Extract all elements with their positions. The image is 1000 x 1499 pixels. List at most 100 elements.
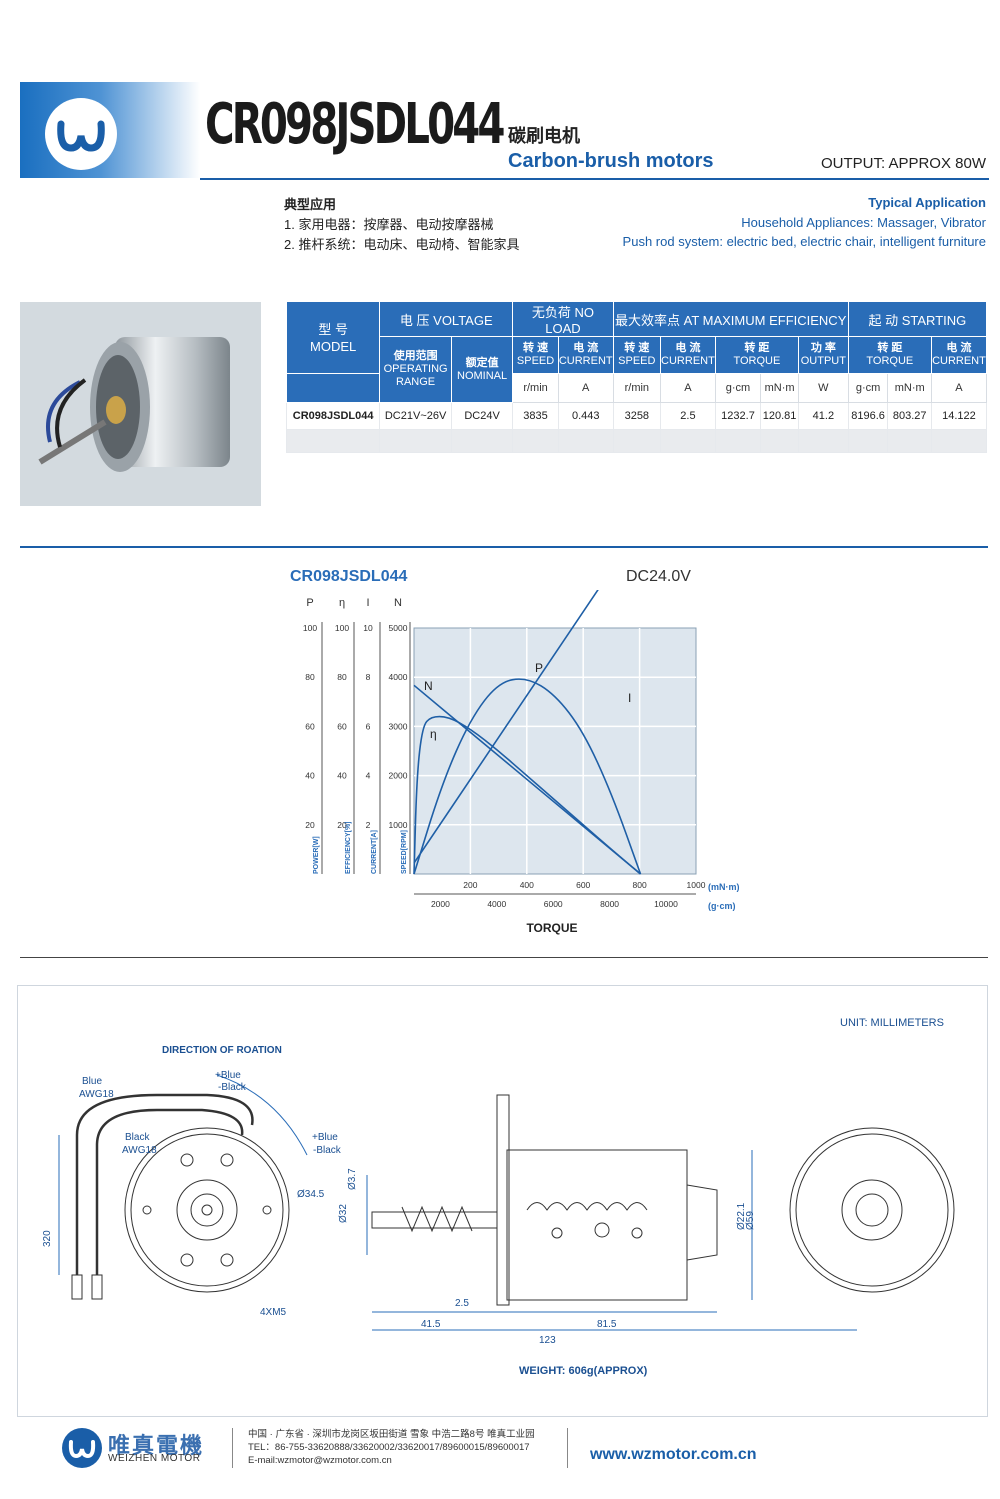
y-tick-label: 60 — [337, 721, 347, 731]
unit-cell: A — [930, 373, 988, 403]
table-cell: 3835 — [512, 402, 559, 430]
plus-blue-label: +Blue — [312, 1132, 338, 1143]
weight-label: WEIGHT: 606g(APPROX) — [519, 1365, 648, 1377]
table-row: CR098JSDL044 DC21V~26V DC24V 3835 0.443 … — [285, 402, 988, 430]
unit-cell: g·cm — [714, 373, 762, 403]
unit-cell: r/min — [512, 373, 559, 403]
footer-divider — [567, 1428, 568, 1468]
dim-label: Ø22.1 — [736, 1202, 747, 1230]
axis-symbol: N — [394, 597, 402, 609]
th-model-blank — [285, 373, 381, 403]
app-cn-item1: 1. 家用电器：按摩器、电动按摩器械 — [284, 217, 494, 232]
logo-icon — [45, 98, 117, 170]
series-label: η — [430, 727, 437, 741]
y-tick-label: 80 — [337, 672, 347, 682]
x-tick-label: 600 — [576, 880, 590, 890]
axis-symbol: η — [339, 597, 345, 609]
section-divider — [20, 957, 988, 958]
table-cell: 1232.7 — [714, 402, 762, 430]
table-cell: 8196.6 — [847, 402, 889, 430]
series-line-N — [413, 684, 642, 875]
table-cell: DC24V — [450, 402, 514, 430]
y-tick-label: 10 — [363, 623, 373, 633]
axis-symbol: P — [306, 597, 313, 609]
y-tick-label: 6 — [366, 721, 371, 731]
output-rating: OUTPUT: APPROX 80W — [820, 155, 986, 172]
th-starting: 起 动 STARTING — [847, 301, 988, 337]
series-line-P — [413, 678, 642, 875]
footer-company-cn: 唯真電機 — [108, 1433, 205, 1458]
series-label: I — [628, 691, 631, 705]
chart-title: CR098JSDL044 — [290, 568, 408, 585]
performance-chart: P20406080100POWER[W]η20406080100EFFICIEN… — [303, 590, 740, 935]
th-voltage: 电 压 VOLTAGE — [379, 301, 514, 337]
th-no-load: 无负荷 NO LOAD — [512, 301, 614, 337]
unit-cell: W — [797, 373, 849, 403]
y-tick-label: 40 — [337, 771, 347, 781]
x-tick-label: 800 — [633, 880, 647, 890]
table-cell: CR098JSDL044 — [285, 402, 381, 430]
footer-divider — [232, 1428, 233, 1468]
y-tick-label: 8 — [366, 672, 371, 682]
cn-title: 碳刷电机 — [508, 126, 580, 146]
footer-website-link[interactable]: www.wzmotor.com.cn — [590, 1446, 757, 1463]
unit-cell: A — [557, 373, 614, 403]
unit-cell: r/min — [612, 373, 662, 403]
wire-blue-label: Blue — [82, 1076, 102, 1087]
application-cn: 典型应用 1. 家用电器：按摩器、电动按摩器械 2. 推杆系统：电动床、电动椅、… — [284, 195, 519, 255]
x-tick-label: 1000 — [687, 880, 706, 890]
x-tick-label-secondary: 10000 — [654, 899, 678, 909]
plot-area — [413, 627, 697, 875]
y-tick-label: 3000 — [389, 721, 408, 731]
footer-company-en: WEIZHEN MOTOR — [108, 1453, 201, 1464]
footer-address: 中国 · 广东省 · 深圳市龙岗区坂田街道 雪象 中浩二路8号 唯真工业园 — [248, 1429, 535, 1440]
dim-label: 4XM5 — [260, 1307, 287, 1318]
table-cell: DC21V~26V — [379, 402, 452, 430]
y-tick-label: 2 — [366, 820, 371, 830]
awg-label: AWG18 — [122, 1145, 157, 1156]
table-cell: 3258 — [612, 402, 662, 430]
app-en-item1: Household Appliances: Massager, Vibrator — [741, 214, 986, 230]
y-axis-label: EFFICIENCY[%] — [345, 822, 352, 875]
y-tick-label: 5000 — [389, 623, 408, 633]
x-unit-secondary: (g·cm) — [708, 901, 736, 911]
app-en-heading: Typical Application — [868, 195, 986, 210]
dim-label: Ø34.5 — [297, 1189, 325, 1200]
y-tick-label: 40 — [305, 771, 315, 781]
dim-label: 123 — [539, 1335, 556, 1346]
y-tick-label: 20 — [337, 820, 347, 830]
y-tick-label: 1000 — [389, 820, 408, 830]
direction-label: DIRECTION OF ROATION — [162, 1045, 282, 1056]
x-axis-title: TORQUE — [526, 921, 577, 935]
dim-label: Ø59 — [745, 1211, 756, 1230]
unit-cell: mN·m — [760, 373, 799, 403]
y-tick-label: 4000 — [389, 672, 408, 682]
app-cn-heading: 典型应用 — [284, 197, 337, 212]
front-view-outline — [124, 1127, 290, 1293]
table-cell: 41.2 — [797, 402, 849, 430]
table-cell: 14.122 — [930, 402, 988, 430]
x-tick-label: 200 — [463, 880, 477, 890]
section-divider — [20, 546, 988, 548]
unit-cell: mN·m — [887, 373, 932, 403]
application-en: Typical Application Household Appliances… — [623, 193, 986, 252]
footer-email[interactable]: E-mail:wzmotor@wzmotor.com.cn — [248, 1455, 392, 1466]
y-tick-label: 80 — [305, 672, 315, 682]
unit-cell: A — [660, 373, 716, 403]
side-view-body — [506, 1149, 688, 1301]
rear-view-outline — [789, 1127, 955, 1293]
app-en-item2: Push rod system: electric bed, electric … — [622, 234, 986, 249]
dim-label: 41.5 — [421, 1319, 441, 1330]
y-tick-label: 4 — [366, 771, 371, 781]
table-row-empty — [285, 429, 988, 453]
